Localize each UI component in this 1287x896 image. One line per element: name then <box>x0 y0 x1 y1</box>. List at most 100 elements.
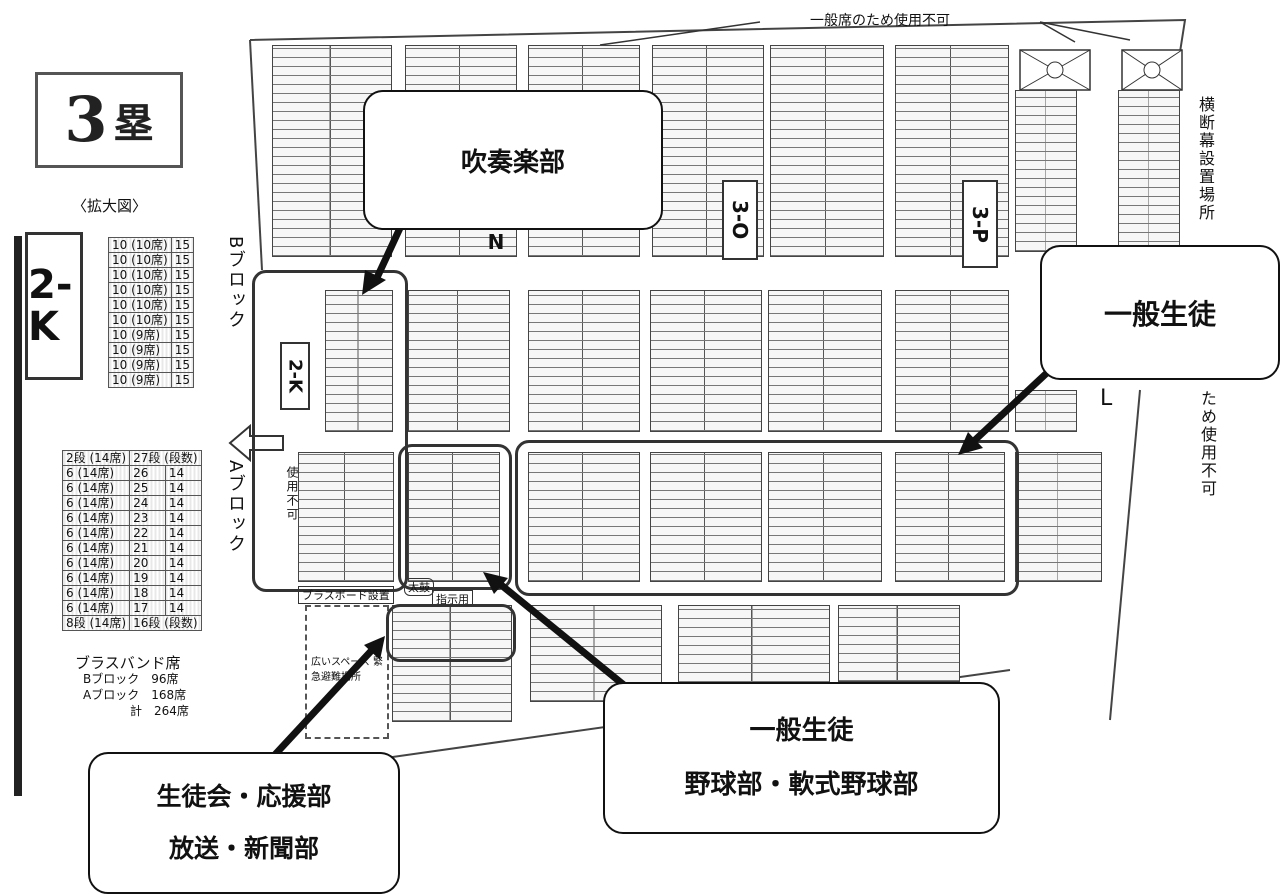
b-block-cell: 15 <box>170 342 195 358</box>
section-l-label: L <box>1100 386 1113 411</box>
seat-block-low-1 <box>298 452 394 582</box>
zoom-label: 〈拡大図〉 <box>72 197 148 215</box>
callout-general-baseball-line1: 一般生徒 <box>749 716 854 746</box>
b-block-cell: 15 <box>170 252 195 268</box>
seat-block-mid-2 <box>408 290 510 432</box>
b-block-cell: 15 <box>170 327 195 343</box>
seat-block-mid-4 <box>650 290 762 432</box>
b-block-cell: 15 <box>170 237 195 253</box>
side-unusable-note: ため使用不可 <box>1198 390 1217 498</box>
b-block-cell: 10 (9席) <box>108 357 172 373</box>
seat-block-mid-1 <box>325 290 393 432</box>
b-block-cell: 10 (10席) <box>108 312 172 328</box>
taiko-label: 太鼓 <box>404 578 434 596</box>
callout-brass-club: 吹奏楽部 <box>363 90 663 230</box>
a-block-cell: 6 (14席) <box>61 495 131 511</box>
b-block-row: 10 (10席)15 <box>108 267 195 283</box>
top-unusable-note: 一般席のため使用不可 <box>810 13 950 29</box>
seat-block-upper-8 <box>1118 90 1180 252</box>
highlight-council <box>386 604 516 662</box>
seat-block-upper-5 <box>770 45 884 257</box>
seat-block-mid-6 <box>895 290 1009 432</box>
section-n-label: N <box>487 230 505 254</box>
callout-general-right: 一般生徒 <box>1040 245 1280 380</box>
seat-block-bottom-2 <box>530 605 662 702</box>
a-block-cell: 14 <box>164 510 202 526</box>
seat-block-low-6 <box>895 452 1005 582</box>
seat-block-upper-6 <box>895 45 1009 257</box>
section-2k-text: 2-K <box>28 262 73 350</box>
b-block-row: 10 (9席)15 <box>108 327 195 343</box>
seat-block-low-3 <box>528 452 640 582</box>
callout-brass-club-text: 吹奏楽部 <box>460 147 565 178</box>
b-block-cell: 10 (10席) <box>108 267 172 283</box>
a-block-row: 2段 (14席)27段 (段数) <box>61 450 202 466</box>
a-block-cell: 2段 (14席) <box>61 450 131 466</box>
a-block-cell: 6 (14席) <box>61 510 131 526</box>
a-block-cell: 6 (14席) <box>61 540 131 556</box>
open-space-label: 広いスペース 緊急避難場所 <box>311 657 383 683</box>
a-block-cell: 6 (14席) <box>61 525 131 541</box>
b-block-row: 10 (9席)15 <box>108 372 195 388</box>
brass-band-column-bar <box>14 236 22 796</box>
b-block-cell: 10 (10席) <box>108 297 172 313</box>
a-block-label: Aブロック <box>225 460 246 555</box>
b-block-cell: 15 <box>170 267 195 283</box>
b-block-cell: 15 <box>170 372 195 388</box>
b-block-cell: 10 (9席) <box>108 372 172 388</box>
a-block-cell: 14 <box>164 585 202 601</box>
callout-general-baseball-line2: 野球部・軟式野球部 <box>684 770 919 800</box>
seat-block-bottom-3 <box>678 605 830 692</box>
b-block-row: 10 (10席)15 <box>108 282 195 298</box>
highlight-baseball <box>398 444 512 590</box>
a-block-cell: 14 <box>164 480 202 496</box>
title-box: 3 塁 <box>35 72 183 168</box>
a-block-cell: 14 <box>164 540 202 556</box>
a-block-cell: 24 <box>129 495 166 511</box>
b-block-row: 10 (9席)15 <box>108 357 195 373</box>
seat-block-bottom-1 <box>392 605 512 722</box>
a-block-cell: 6 (14席) <box>61 480 131 496</box>
seat-block-low-2 <box>408 452 500 582</box>
callout-general-right-text: 一般生徒 <box>1103 297 1216 331</box>
seat-block-low-4 <box>650 452 762 582</box>
seat-block-low-5 <box>768 452 882 582</box>
section-2k-map-label: 2-K <box>280 342 310 410</box>
brass-band-title: ブラスバンド席 <box>75 654 181 672</box>
b-block-row: 10 (10席)15 <box>108 252 195 268</box>
a-block-cell: 26 <box>129 465 166 481</box>
seat-block-upper-7 <box>1015 90 1077 252</box>
brass-band-line-total: 計 264席 <box>130 704 189 718</box>
title-kanji: 塁 <box>113 100 154 147</box>
callout-general-baseball: 一般生徒 野球部・軟式野球部 <box>603 682 1000 834</box>
b-block-row: 10 (10席)15 <box>108 297 195 313</box>
a-block-cell: 14 <box>164 570 202 586</box>
b-block-row: 10 (10席)15 <box>108 312 195 328</box>
b-block-cell: 10 (10席) <box>108 237 172 253</box>
a-block-cell: 6 (14席) <box>61 555 131 571</box>
b-block-cell: 10 (10席) <box>108 282 172 298</box>
b-block-label: Bブロック <box>225 236 246 331</box>
seat-block-mid-7 <box>1015 390 1077 432</box>
b-block-row: 10 (10席)15 <box>108 237 195 253</box>
brass-band-line-b: Bブロック 96席 <box>83 672 179 686</box>
b-block-cell: 15 <box>170 282 195 298</box>
open-space-area: 広いスペース 緊急避難場所 <box>305 605 389 739</box>
banner-area-note: 横断幕設置場所 <box>1196 96 1215 222</box>
section-2k-outline <box>252 270 408 592</box>
section-3p-label: 3-P <box>962 180 998 268</box>
a-block-cell: 27段 (段数) <box>129 450 202 466</box>
brass-board-label: ブラスボード設置 <box>298 586 394 604</box>
a-block-cell: 14 <box>164 525 202 541</box>
title-number: 3 <box>64 83 108 156</box>
unusable-label: 使用不可 <box>285 466 299 522</box>
